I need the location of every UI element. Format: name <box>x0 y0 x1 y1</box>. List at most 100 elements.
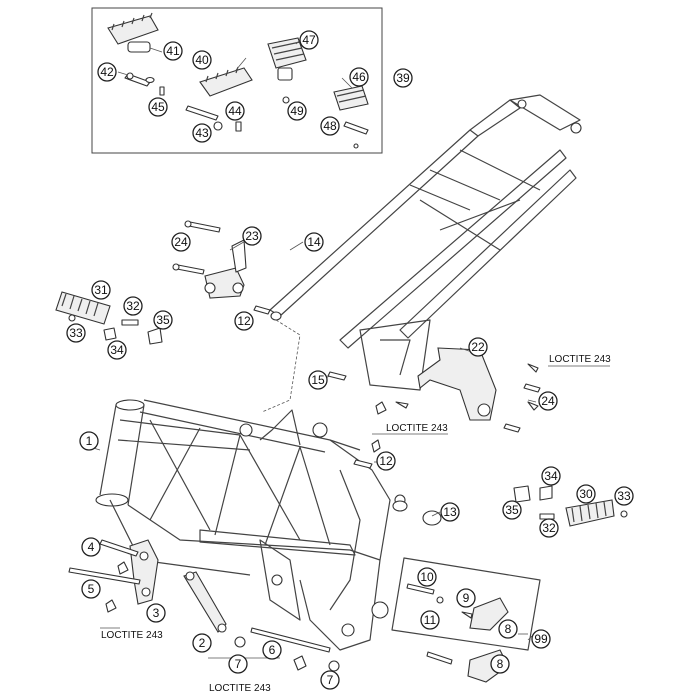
clip-part-33-right <box>620 510 628 518</box>
main-frame-part-1 <box>95 399 406 651</box>
callout-47: 47 <box>299 30 319 50</box>
pin-part-32-right <box>539 513 555 520</box>
bolt-part-12-lower <box>353 439 381 469</box>
plate-part-35-left <box>147 327 163 345</box>
callout-31: 31 <box>91 280 111 300</box>
svg-text:35: 35 <box>156 313 170 327</box>
callout-10: 10 <box>417 567 437 587</box>
svg-text:32: 32 <box>126 299 140 313</box>
pin-part-32-left <box>121 319 139 326</box>
svg-text:46: 46 <box>352 70 366 84</box>
clip-part-33-left <box>68 314 76 322</box>
svg-text:3: 3 <box>153 606 160 620</box>
callout-22: 22 <box>468 337 488 357</box>
footpeg-part-40 <box>199 66 253 97</box>
pin-part-44 <box>185 105 219 121</box>
bolt-part-42 <box>124 72 151 87</box>
callout-32-right: 32 <box>539 518 559 538</box>
callout-39: 39 <box>393 68 413 88</box>
svg-text:LOCTITE 243: LOCTITE 243 <box>209 683 271 694</box>
callout-40: 40 <box>192 50 212 70</box>
footpeg-part-47 <box>267 37 307 81</box>
svg-text:1: 1 <box>86 434 93 448</box>
callout-12-upper: 12 <box>234 311 254 331</box>
nut-part-7b <box>328 660 340 672</box>
plate-part-35-right <box>513 485 531 503</box>
callout-3: 3 <box>146 603 166 623</box>
callout-45: 45 <box>148 97 168 117</box>
loctite-note-bottom: LOCTITE 243 <box>209 683 271 694</box>
callout-46: 46 <box>349 67 369 87</box>
svg-text:4: 4 <box>88 540 95 554</box>
svg-text:24: 24 <box>541 394 555 408</box>
svg-text:30: 30 <box>579 487 593 501</box>
bolt-part-6 <box>250 627 331 671</box>
svg-text:34: 34 <box>544 469 558 483</box>
spring-part-34-right <box>539 485 553 501</box>
svg-text:41: 41 <box>166 44 180 58</box>
bolt-part-15 <box>327 371 409 415</box>
footpeg-part-30 <box>565 499 615 527</box>
svg-text:9: 9 <box>463 591 470 605</box>
svg-text:2: 2 <box>199 636 206 650</box>
callout-7-right: 7 <box>320 670 340 690</box>
svg-text:6: 6 <box>269 643 276 657</box>
callout-11: 11 <box>420 610 440 630</box>
svg-text:8: 8 <box>497 657 504 671</box>
svg-text:7: 7 <box>327 673 334 687</box>
callout-9: 9 <box>456 588 476 608</box>
bracket-part-3 <box>129 539 159 605</box>
bolt-part-12-upper <box>253 305 271 315</box>
leader-lines <box>79 235 610 659</box>
svg-text:LOCTITE 243: LOCTITE 243 <box>549 354 611 365</box>
callout-33-right: 33 <box>614 486 634 506</box>
callout-32-left: 32 <box>123 296 143 316</box>
callout-8-lower: 8 <box>490 654 510 674</box>
svg-text:5: 5 <box>88 582 95 596</box>
svg-text:47: 47 <box>302 33 316 47</box>
callout-4: 4 <box>81 537 101 557</box>
callout-1: 1 <box>79 431 99 451</box>
svg-text:32: 32 <box>542 521 556 535</box>
washer-part-45 <box>145 76 165 96</box>
svg-text:45: 45 <box>151 100 165 114</box>
callout-7-left: 7 <box>228 654 248 674</box>
callout-23: 23 <box>242 226 262 246</box>
sidestand-kit-box <box>391 557 541 683</box>
svg-text:13: 13 <box>443 505 457 519</box>
callout-42: 42 <box>97 62 117 82</box>
svg-text:49: 49 <box>290 104 304 118</box>
callout-49: 49 <box>287 101 307 121</box>
svg-text:42: 42 <box>100 65 114 79</box>
bracket-part-22 <box>417 347 541 433</box>
svg-text:33: 33 <box>69 326 83 340</box>
callout-44: 44 <box>225 101 245 121</box>
callout-30: 30 <box>576 484 596 504</box>
svg-text:33: 33 <box>617 489 631 503</box>
link-part-2 <box>183 571 227 633</box>
bolt-part-5 <box>68 567 141 613</box>
svg-text:44: 44 <box>228 104 242 118</box>
pin-part-48 <box>343 121 369 149</box>
subframe-part-14 <box>261 94 582 413</box>
svg-text:23: 23 <box>245 229 259 243</box>
callout-99: 99 <box>531 629 551 649</box>
callout-34-right: 34 <box>541 466 561 486</box>
callout-33-left: 33 <box>66 323 86 343</box>
spring-part-34-left <box>103 327 117 341</box>
bracket-part-23 <box>204 239 247 299</box>
footpeg-part-46 <box>333 85 369 111</box>
loctite-note-left: LOCTITE 243 <box>101 630 163 641</box>
callout-43: 43 <box>192 123 212 143</box>
callout-5: 5 <box>81 579 101 599</box>
callout-12-lower: 12 <box>376 451 396 471</box>
svg-text:7: 7 <box>235 657 242 671</box>
callout-24-upper: 24 <box>171 232 191 252</box>
callout-2: 2 <box>192 633 212 653</box>
footpeg-part-41 <box>107 12 159 53</box>
callout-24-lower: 24 <box>538 391 558 411</box>
svg-text:22: 22 <box>471 340 485 354</box>
footpeg-part-31 <box>55 291 111 325</box>
callout-13: 13 <box>440 502 460 522</box>
